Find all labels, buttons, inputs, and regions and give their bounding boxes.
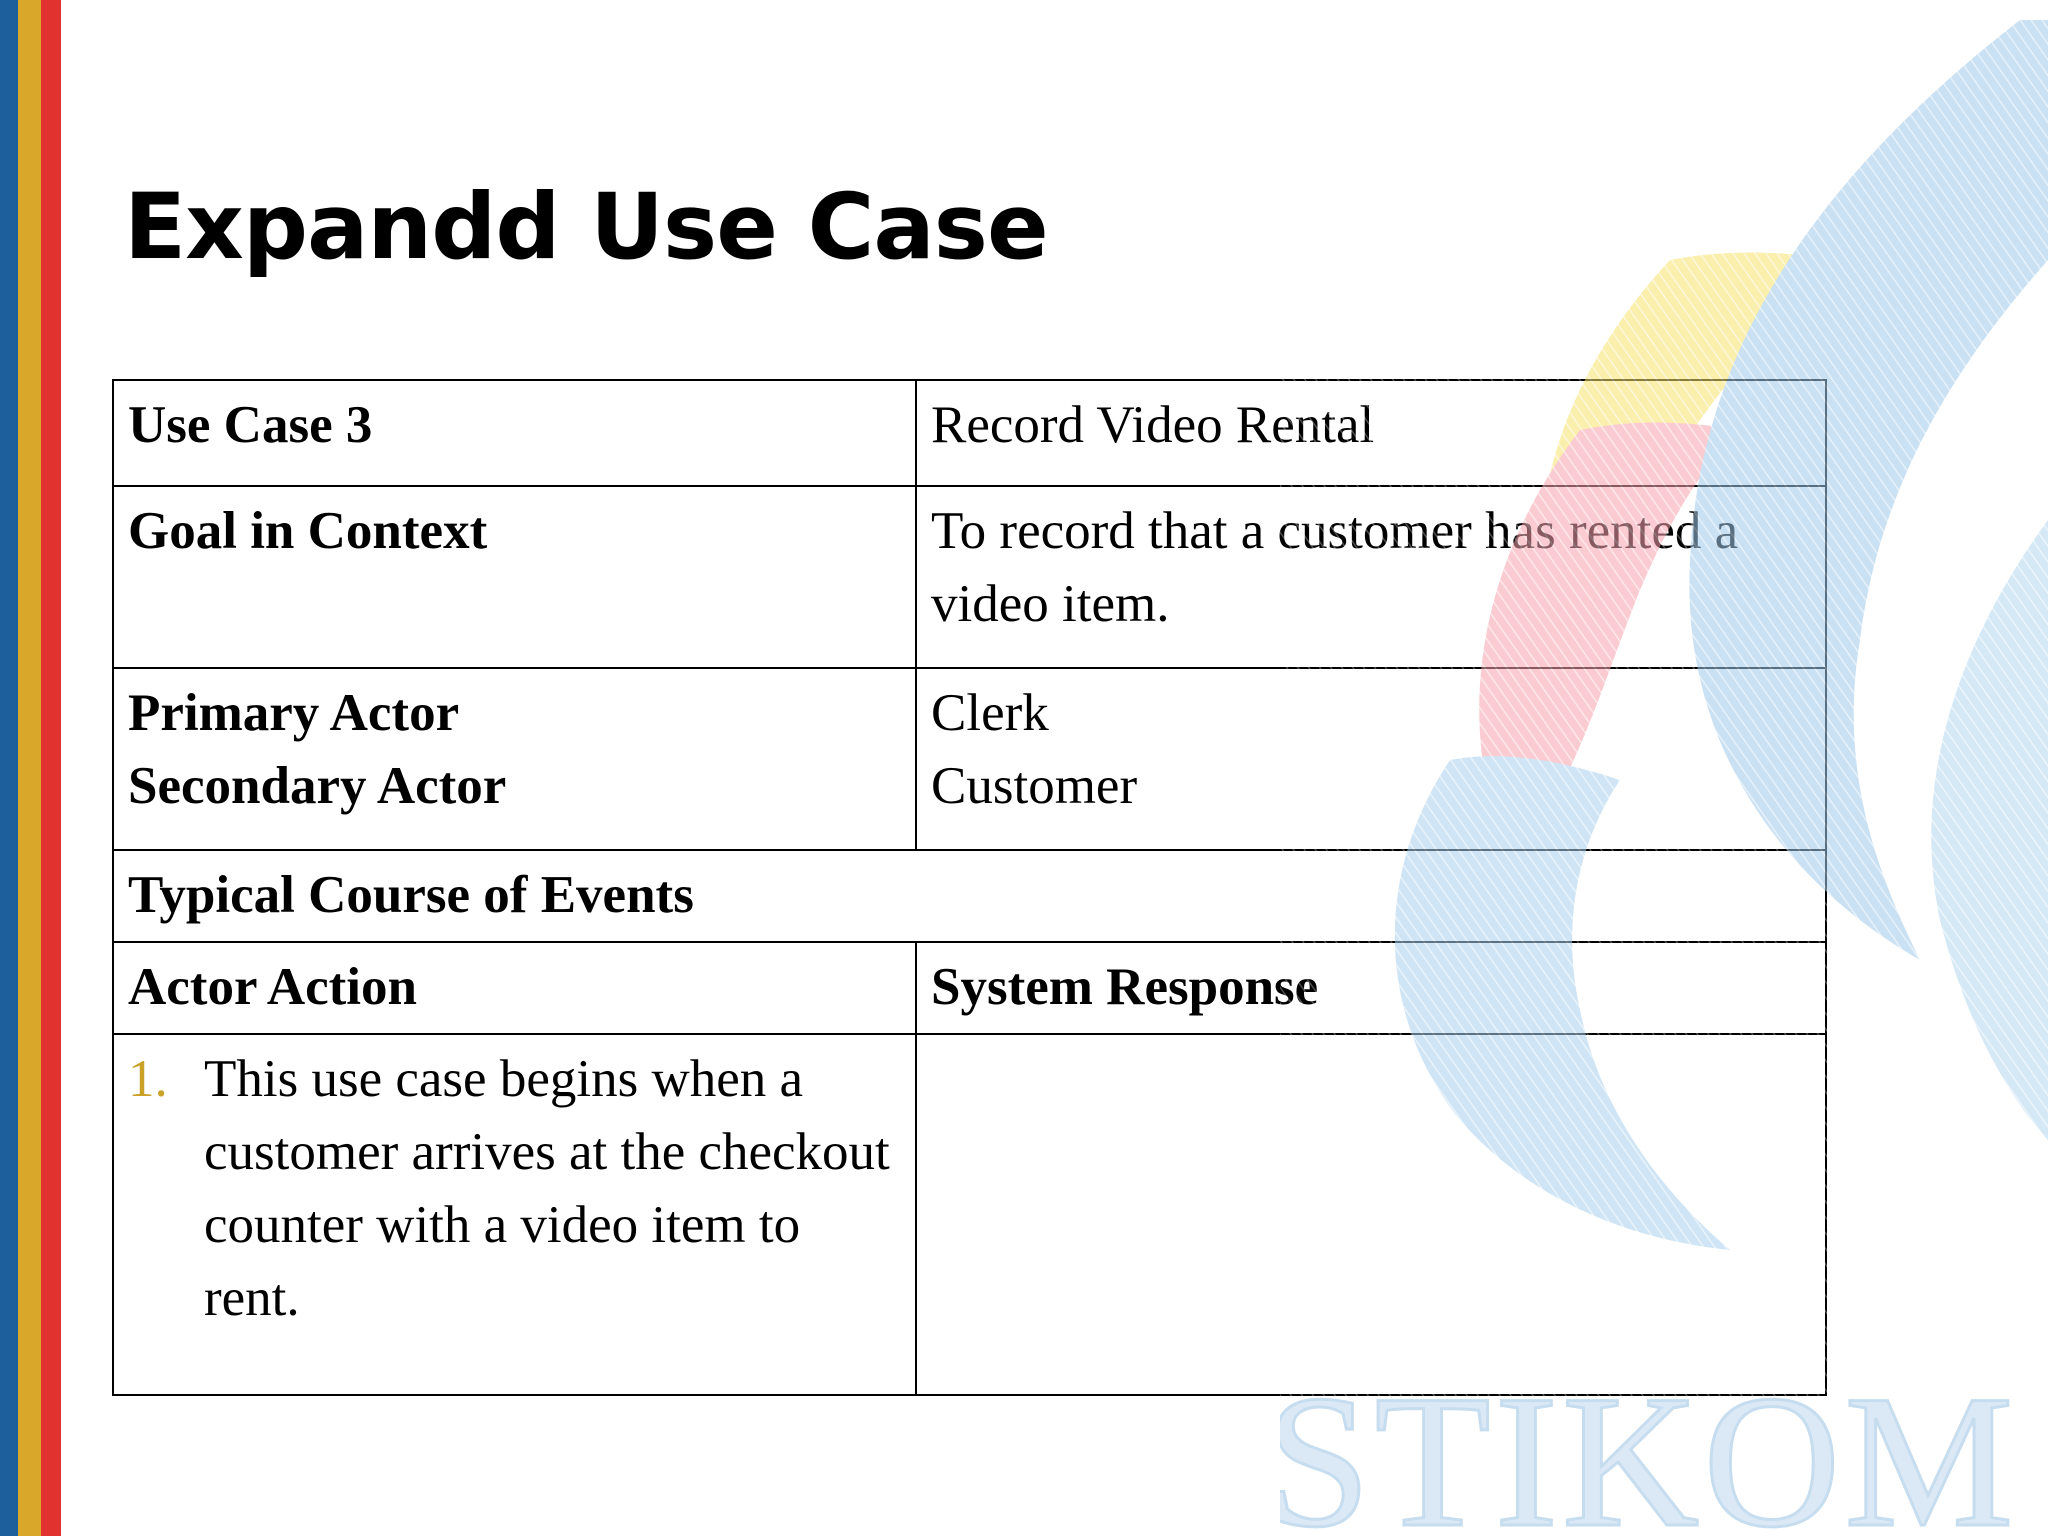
system-response-header: System Response: [915, 941, 1827, 1035]
actor-action-header: Actor Action: [112, 941, 917, 1035]
secondary-actor-label: Secondary Actor: [128, 757, 507, 815]
table-row-step-1: 1. This use case begins when a customer …: [112, 1033, 1827, 1396]
table-row-column-headers: Actor Action System Response: [112, 941, 1827, 1035]
actor-action-cell: 1. This use case begins when a customer …: [112, 1033, 917, 1396]
secondary-actor-value: Customer: [931, 757, 1138, 815]
step-text: This use case begins when a customer arr…: [204, 1050, 890, 1327]
table-row-typical-course: Typical Course of Events: [112, 849, 1827, 943]
use-case-value: Record Video Rental: [915, 379, 1827, 487]
actor-labels-cell: Primary Actor Secondary Actor: [112, 667, 917, 851]
goal-value: To record that a customer has rented a v…: [915, 485, 1827, 669]
use-case-table: Use Case 3 Record Video Rental Goal in C…: [112, 379, 1827, 1396]
table-row-actors: Primary Actor Secondary Actor Clerk Cust…: [112, 667, 1827, 851]
stripe-yellow: [18, 0, 41, 1536]
table-row-goal: Goal in Context To record that a custome…: [112, 485, 1827, 669]
system-response-cell: [915, 1033, 1827, 1396]
typical-course-heading: Typical Course of Events: [112, 849, 1827, 943]
primary-actor-value: Clerk: [931, 684, 1049, 742]
actor-values-cell: Clerk Customer: [915, 667, 1827, 851]
stripe-blue: [0, 0, 18, 1536]
primary-actor-label: Primary Actor: [128, 684, 460, 742]
goal-label: Goal in Context: [112, 485, 917, 669]
use-case-label: Use Case 3: [112, 379, 917, 487]
page-title: Expandd Use Case: [124, 175, 1049, 280]
table-row-use-case: Use Case 3 Record Video Rental: [112, 379, 1827, 487]
step-number: 1.: [128, 1050, 168, 1108]
list-item: 1. This use case begins when a customer …: [128, 1043, 915, 1335]
stripe-red: [41, 0, 61, 1536]
